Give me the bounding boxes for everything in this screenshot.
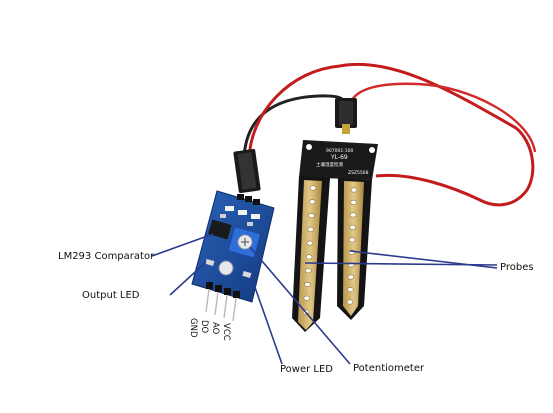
label-potentiometer: Potentiometer [353,363,424,374]
module-board [192,191,274,321]
pin-label-gnd: GND [188,318,198,338]
connector-module-end [233,149,261,194]
probe-chinese-text: 土壤湿度检测 [316,161,343,168]
probe-mount-hole-2 [369,147,375,153]
probe-code-text: ZSZ5568 [348,170,369,176]
probe-hole [308,227,314,231]
probe-hole [309,200,315,204]
probe-hole [349,238,355,242]
probe-hole [350,225,356,229]
probe-board: 907001-100 YL-69 土壤湿度检测 ZSZ5568 [292,140,378,332]
label-probes: Probes [500,262,534,273]
probe-hole [350,213,356,217]
probe-hole [347,300,353,304]
probe-hole [305,282,311,286]
module-mount-hole [219,261,233,275]
cable [244,64,535,205]
probe-hole [308,213,314,217]
probe-hole [348,275,354,279]
connector-probe-end [335,98,357,134]
probe-hole [351,188,357,192]
line-power-led [251,276,282,364]
probe-hole [307,241,313,245]
probe-hole [351,200,357,204]
wire-red-2 [350,84,535,152]
pin-label-vcc: VCC [221,323,231,341]
pin-label-ao: AO [210,322,220,335]
probe-mount-hole [306,144,312,150]
label-comparator: LM293 Comparator [58,251,154,262]
line-probes-b [350,251,497,268]
pin-labels: GND DO AO VCC [188,318,231,341]
probe-hole [305,269,311,273]
label-power-led: Power LED [280,364,333,375]
probe-model-text: YL-69 [330,154,348,161]
pin-label-do: DO [199,320,209,334]
probe-hole [347,287,353,291]
probe-hole [304,296,310,300]
probe-hole [310,186,316,190]
label-output-led: Output LED [82,290,140,301]
probe-hole [306,255,312,259]
